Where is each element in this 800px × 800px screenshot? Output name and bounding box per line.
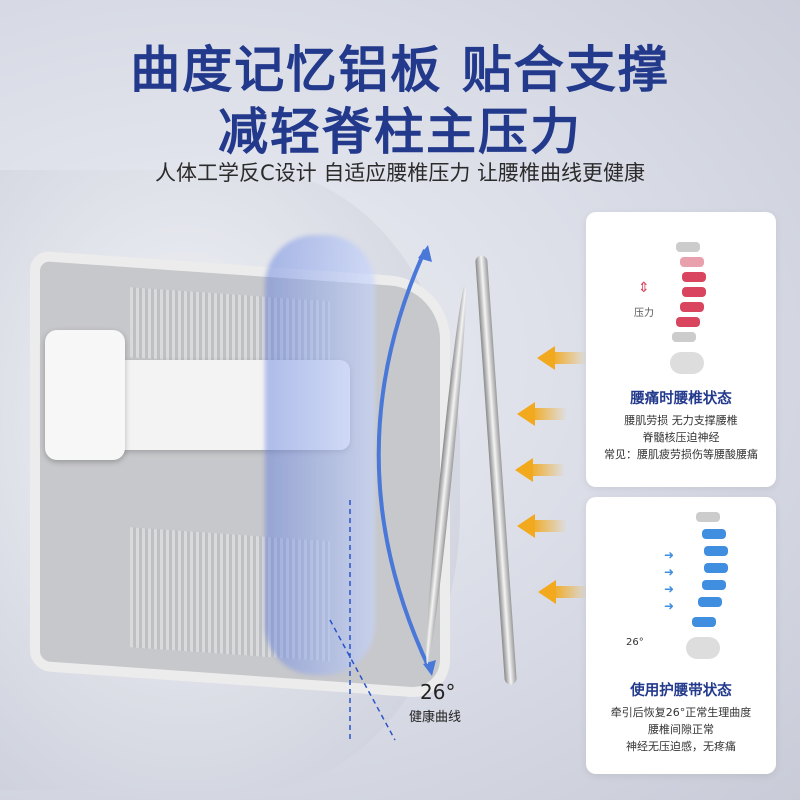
subtitle: 人体工学反C设计 自适应腰椎压力 让腰椎曲线更健康 (154, 161, 645, 185)
pressure-label: 压力 (634, 308, 654, 319)
card-line: 神经无压迫感，无疼痛 (626, 740, 736, 753)
pressure-arrow-icon (537, 346, 587, 370)
pressure-arrow-icon (515, 458, 565, 482)
spine-pain-illustration: 压力 ⇕ (586, 212, 776, 387)
pressure-arrow-icon (538, 580, 588, 604)
headline-line1: 曲度记忆铝板 贴合支撑 (130, 41, 670, 99)
card-line: 腰椎间隙正常 (648, 723, 714, 736)
spine-healthy-illustration: 26° ➜➜➜➜ (586, 497, 776, 679)
angle-label: 26° (420, 680, 456, 704)
arrow-up-icon: ⇕ (638, 280, 650, 296)
belt-tab (45, 330, 125, 460)
pressure-arrow-icon (517, 514, 567, 538)
card-line: 腰肌劳损 无力支撑腰椎 (624, 414, 738, 427)
support-arrows-icon: ➜➜➜➜ (664, 548, 675, 613)
card-with-belt: 26° ➜➜➜➜ 使用护腰带状态 牵引后恢复26°正常生理曲度 腰椎间隙正常 神… (586, 497, 776, 774)
card-title: 使用护腰带状态 (630, 683, 732, 699)
curve-label: 健康曲线 (409, 710, 462, 725)
card-line: 常见：腰肌疲劳损伤等腰酸腰痛 (604, 448, 758, 461)
card-line: 脊髓核压迫神经 (642, 431, 720, 444)
pressure-arrow-icon (517, 402, 567, 426)
card-line: 牵引后恢复26°正常生理曲度 (610, 706, 752, 719)
card-title: 腰痛时腰椎状态 (630, 391, 732, 407)
angle-label: 26° (626, 637, 644, 648)
card-back-pain: 压力 ⇕ 腰痛时腰椎状态 腰肌劳损 无力支撑腰椎 脊髓核压迫神经 常见：腰肌疲劳… (586, 212, 776, 487)
spine-xray (265, 235, 375, 675)
headline-line2: 减轻脊柱主压力 (218, 103, 582, 161)
